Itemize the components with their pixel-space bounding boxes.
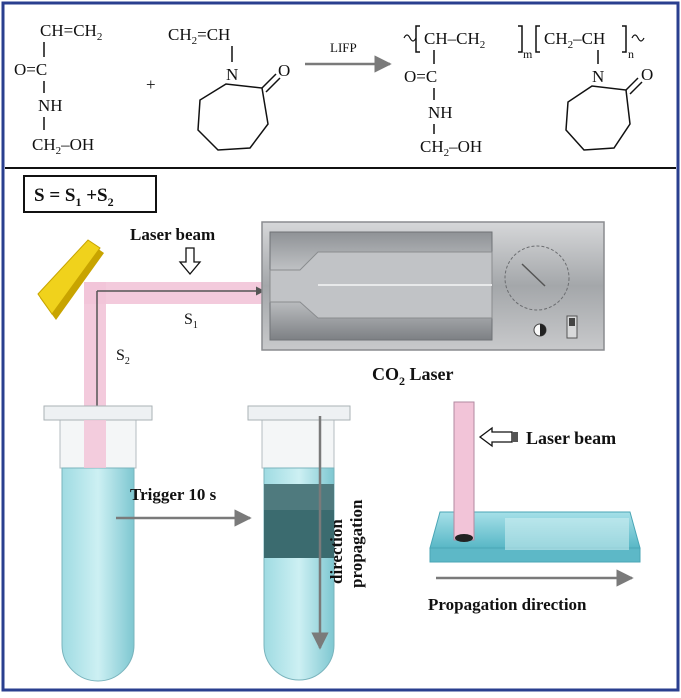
polymer-nitrogen: N (592, 67, 604, 86)
nvcl-nitrogen: N (226, 65, 238, 84)
mirror (37, 239, 104, 320)
co2-laser-device (261, 221, 605, 351)
propagation-label-vertical: propagation (347, 499, 366, 588)
polymer-ch2oh-text: CH2–OH (420, 137, 482, 159)
reaction-arrow-label: LIFP (330, 40, 357, 55)
laser-gauge (504, 245, 570, 311)
trigger-label: Trigger 10 s (130, 485, 217, 504)
laser-switch (566, 315, 578, 339)
nma-vinyl-text: CH=CH2 (40, 21, 102, 43)
nvcl-ring (197, 83, 269, 151)
tray-laser-beam (453, 401, 475, 541)
laser-beam-label-right: Laser beam (526, 428, 616, 448)
s1-label: S1 (184, 311, 198, 331)
laser-beam-down-arrow (178, 247, 202, 276)
propagation-direction-label: Propagation direction (428, 595, 587, 614)
polymer-m-subscript: m (523, 47, 533, 61)
nma-carbonyl-text: O=C (14, 60, 47, 79)
co2-laser-label: CO2 Laser (372, 364, 454, 388)
direction-label-vertical: direction (327, 519, 346, 584)
laser-beam-label-top: Laser beam (130, 225, 215, 244)
polymer-carbonyl-text: O=C (404, 67, 437, 86)
polymer-nh-text: NH (428, 103, 453, 122)
nvcl-oxygen: O (278, 61, 290, 80)
nma-nh-text: NH (38, 96, 63, 115)
plus-sign: + (146, 75, 156, 94)
laser-beam-horizontal (84, 282, 270, 304)
polymer-unit1-text: CH–CH2 (424, 29, 485, 51)
s2-label: S2 (116, 347, 130, 367)
polymer-oxygen: O (641, 65, 653, 84)
nvcl-vinyl-text: CH2=CH (168, 25, 230, 47)
monomer-nma: CH=CH2 O=C NH CH2–OH (14, 21, 102, 157)
test-tube-before (43, 405, 153, 682)
equation-box (23, 175, 157, 213)
nma-ch2oh-text: CH2–OH (32, 135, 94, 157)
polymerized-band (264, 484, 334, 510)
polymer-unit2-text: CH2–CH (544, 29, 605, 51)
polymer-n-subscript: n (628, 47, 634, 61)
tray-setup (429, 401, 641, 563)
test-tube-after (247, 405, 351, 681)
polymer-product: CH–CH2 m CH2–CH n O=C NH CH2–OH N O (403, 25, 653, 159)
equation-text: S = S1 +S2 (34, 185, 114, 209)
monomer-nvcl: CH2=CH N O (168, 25, 290, 151)
